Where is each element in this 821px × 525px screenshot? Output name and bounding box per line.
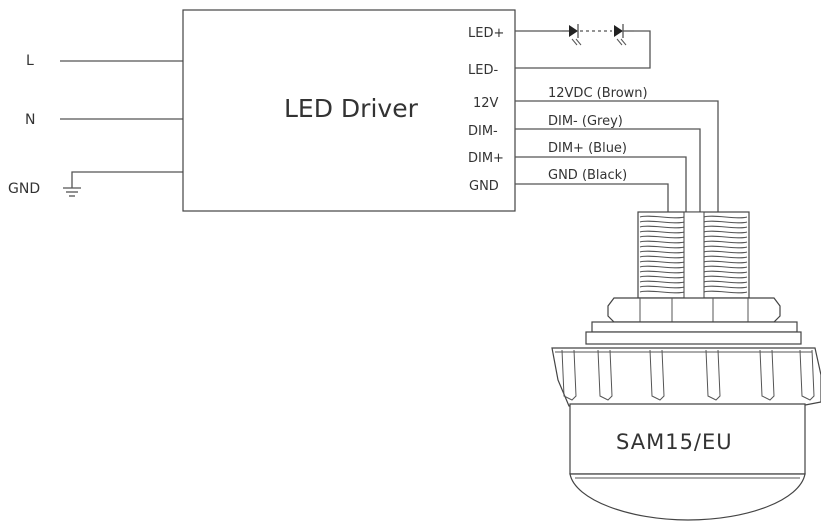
wire-blue-label: DIM+ (Blue) — [548, 141, 627, 156]
thread-groove — [639, 280, 685, 284]
led-diode-icon — [562, 24, 582, 46]
thread-groove — [703, 275, 748, 279]
thread-groove — [703, 230, 748, 234]
thread-groove — [703, 270, 748, 274]
thread-groove — [703, 290, 748, 294]
led-minus-wire — [515, 30, 651, 69]
driver-box — [182, 9, 516, 212]
terminal-gnd: GND — [469, 179, 499, 194]
thread-groove — [639, 255, 685, 259]
thread-groove — [703, 235, 748, 239]
terminal-dim-minus: DIM- — [468, 124, 498, 139]
thread-groove — [639, 220, 685, 224]
wire-grey — [515, 128, 701, 215]
ring-fins — [561, 349, 815, 401]
thread-groove — [703, 215, 748, 219]
thread-groove — [703, 285, 748, 289]
thread-groove — [639, 290, 685, 294]
lock-nut — [607, 297, 781, 323]
thread-groove — [703, 265, 748, 269]
ring-fin — [799, 349, 815, 401]
cable-channel — [683, 211, 705, 303]
thread-groove — [703, 240, 748, 244]
wire-brown — [515, 100, 719, 215]
line-label: L — [26, 53, 34, 69]
sensor-dome — [569, 473, 806, 521]
thread-groove — [703, 220, 748, 224]
wire-brown-label: 12VDC (Brown) — [548, 86, 648, 101]
wire-black — [515, 183, 669, 215]
thread-lines — [639, 215, 748, 294]
thread-groove — [703, 245, 748, 249]
terminal-12v: 12V — [473, 96, 499, 111]
ground-label: GND — [8, 181, 40, 197]
thread-groove — [703, 280, 748, 284]
ring-fin — [759, 349, 775, 401]
wire-grey-label: DIM- (Grey) — [548, 114, 623, 129]
terminal-dim-plus: DIM+ — [468, 151, 504, 166]
thread-groove — [639, 285, 685, 289]
led-string — [515, 24, 651, 69]
ring-fin — [705, 349, 721, 401]
wire-black-label: GND (Black) — [548, 168, 627, 183]
mains-inputs: L N GND — [8, 53, 183, 197]
thread-groove — [639, 235, 685, 239]
driver-title: LED Driver — [284, 94, 419, 123]
thread-groove — [639, 215, 685, 219]
thread-groove — [639, 250, 685, 254]
thread-groove — [703, 225, 748, 229]
ring-fin — [561, 349, 577, 401]
terminal-led-plus: LED+ — [468, 26, 504, 41]
sensor-ring — [551, 347, 821, 407]
ring-fin — [649, 349, 665, 401]
thread-groove — [703, 255, 748, 259]
sensor-wires: 12VDC (Brown) DIM- (Grey) DIM+ (Blue) GN… — [515, 86, 719, 215]
ground-wire — [71, 171, 183, 188]
wire-blue — [515, 156, 687, 215]
led-driver: LED Driver LED+ LED- 12V DIM- DIM+ GND — [182, 9, 516, 212]
ground-symbol-icon — [63, 187, 81, 197]
flange-top — [591, 321, 798, 333]
sensor: SAM15/EU — [551, 211, 821, 521]
thread-groove — [639, 230, 685, 234]
led-diode-icon — [614, 24, 634, 46]
thread-groove — [639, 225, 685, 229]
ring-fin — [597, 349, 613, 401]
thread-groove — [703, 250, 748, 254]
thread-groove — [639, 270, 685, 274]
terminal-led-minus: LED- — [468, 63, 498, 78]
sensor-model-label: SAM15/EU — [616, 430, 733, 454]
thread-groove — [639, 265, 685, 269]
flange-middle — [585, 331, 802, 345]
thread-groove — [639, 240, 685, 244]
thread-groove — [639, 260, 685, 264]
neutral-label: N — [25, 112, 35, 128]
thread-groove — [639, 275, 685, 279]
thread-groove — [639, 245, 685, 249]
thread-groove — [703, 260, 748, 264]
